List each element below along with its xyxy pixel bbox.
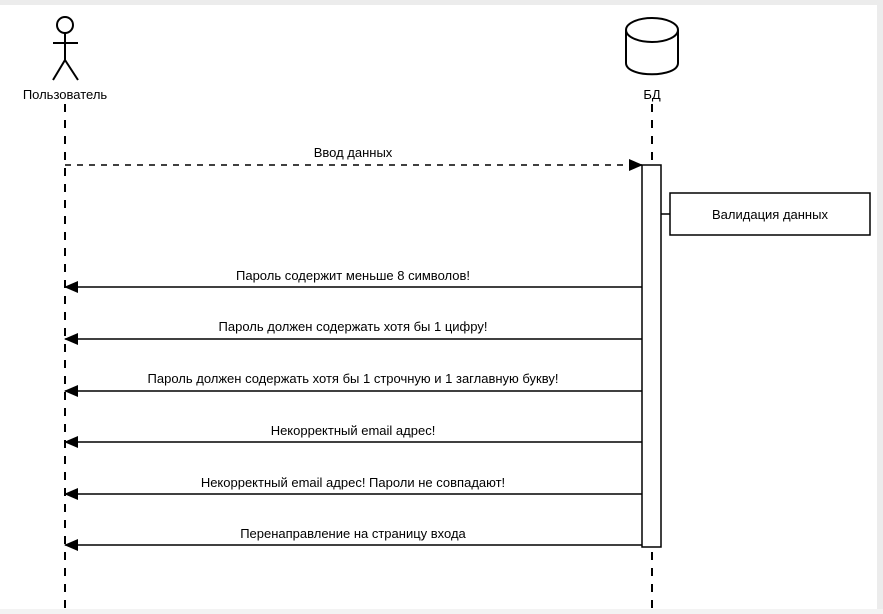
database-icon[interactable] (625, 17, 679, 76)
message-group: Ввод данных Пароль содержит меньше 8 сим… (64, 145, 643, 551)
message-label: Пароль содержит меньше 8 символов! (236, 268, 470, 283)
validation-label: Валидация данных (712, 207, 828, 222)
actor-icon[interactable] (52, 16, 79, 81)
participant-db-label: БД (643, 87, 661, 102)
participant-user-label: Пользователь (23, 87, 108, 102)
message-label: Ввод данных (314, 145, 393, 160)
message-label: Некорректный email адрес! (271, 423, 436, 438)
message-label: Перенаправление на страницу входа (240, 526, 466, 541)
db-activation-bar (641, 164, 662, 548)
validation-box[interactable] (669, 192, 871, 236)
message-label: Пароль должен содержать хотя бы 1 строчн… (148, 371, 559, 386)
message-label: Пароль должен содержать хотя бы 1 цифру! (219, 319, 488, 334)
top-border (0, 0, 883, 5)
right-border (877, 0, 883, 609)
message-label: Некорректный email адрес! Пароли не совп… (201, 475, 505, 490)
